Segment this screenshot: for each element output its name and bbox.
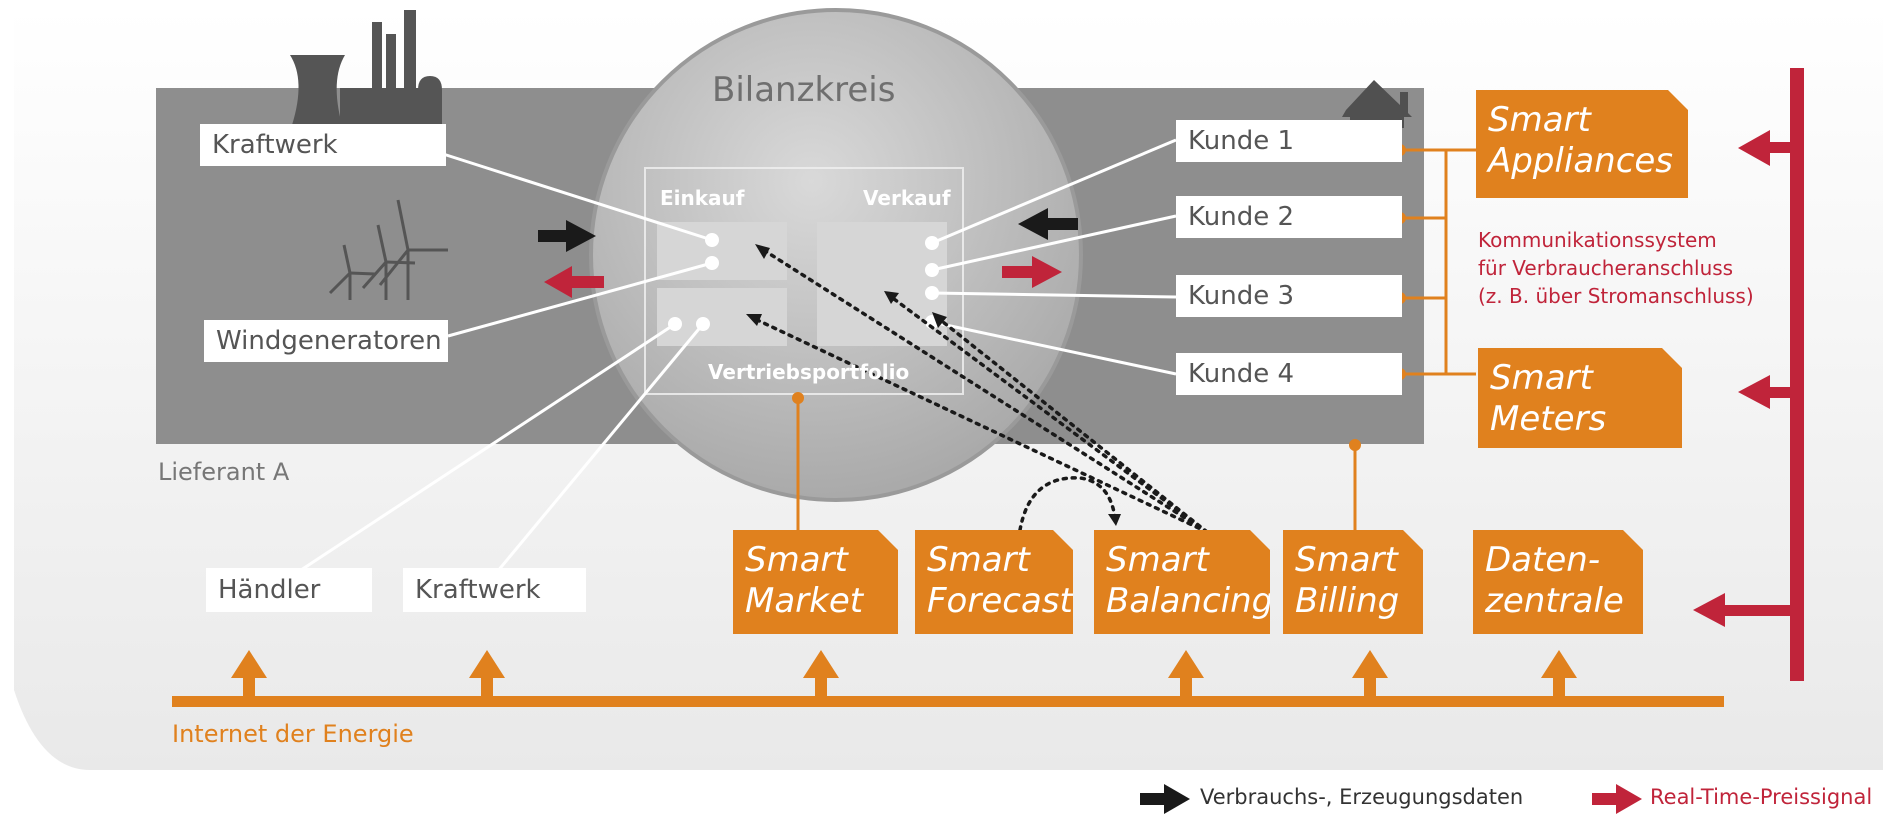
smart-appliances-line2: Appliances xyxy=(1488,140,1674,181)
smart-market-line1: Smart xyxy=(745,540,848,580)
datenzentrale-box: Daten- zentrale xyxy=(1473,530,1643,634)
smart-market-line2: Market xyxy=(745,580,864,621)
power-plant-icon xyxy=(290,10,442,125)
producer-kraftwerk-top: Kraftwerk xyxy=(200,124,446,166)
arrow-black-right-in xyxy=(1018,208,1078,240)
arrow-red-left-out xyxy=(544,266,604,298)
smart-meters-line1: Smart xyxy=(1490,358,1593,398)
einkauf-cell-2 xyxy=(657,288,787,346)
producer-kraftwerk-bottom: Kraftwerk xyxy=(403,568,586,612)
smart-balancing-line1: Smart xyxy=(1106,540,1209,580)
smart-forecast-box: Smart Forecast xyxy=(915,530,1073,634)
smart-appliances-line1: Smart xyxy=(1488,100,1591,140)
legend-consumption-label: Verbrauchs-, Erzeugungsdaten xyxy=(1200,785,1524,809)
smart-billing-box: Smart Billing xyxy=(1283,530,1423,634)
smart-forecast-line2: Forecast xyxy=(927,580,1073,621)
smart-balancing-line2: Balancing xyxy=(1106,580,1274,621)
price-signal-arrows xyxy=(1693,130,1792,627)
datenzentrale-line2: zentrale xyxy=(1485,580,1624,621)
kommunikation-text: Kommunikationssystem für Verbraucheransc… xyxy=(1478,226,1754,310)
smart-balancing-box: Smart Balancing xyxy=(1094,530,1270,634)
smart-billing-line1: Smart xyxy=(1295,540,1398,580)
smart-meters-line2: Meters xyxy=(1490,398,1607,439)
kommunikation-line1: Kommunikationssystem xyxy=(1478,228,1717,252)
einkauf-label: Einkauf xyxy=(660,186,745,210)
vertriebsportfolio-label: Vertriebsportfolio xyxy=(708,360,910,384)
arrow-red-right-out xyxy=(1002,256,1062,288)
internet-bar xyxy=(172,696,1724,707)
arrow-black-left-in xyxy=(538,220,596,252)
price-signal-bus xyxy=(1790,68,1804,681)
customer-1: Kunde 1 xyxy=(1176,120,1402,162)
producer-haendler: Händler xyxy=(206,568,372,612)
legend-black-arrow xyxy=(1140,784,1190,814)
legend-price-label: Real-Time-Preissignal xyxy=(1650,785,1873,809)
bilanzkreis-title: Bilanzkreis xyxy=(712,70,896,110)
smart-market-box: Smart Market xyxy=(733,530,898,634)
internet-label: Internet der Energie xyxy=(172,720,414,748)
legend-red-arrow xyxy=(1592,784,1642,814)
customer-3: Kunde 3 xyxy=(1176,275,1402,317)
house-icon xyxy=(1342,80,1412,128)
wind-turbines-icon xyxy=(328,199,448,300)
producer-windgeneratoren: Windgeneratoren xyxy=(204,320,448,362)
smart-forecast-line1: Smart xyxy=(927,540,1030,580)
kommunikation-line2: für Verbraucheranschluss xyxy=(1478,256,1734,280)
smart-billing-line2: Billing xyxy=(1295,580,1400,621)
verkauf-label: Verkauf xyxy=(863,186,951,210)
smart-appliances-box: Smart Appliances xyxy=(1476,90,1688,198)
internet-arrows xyxy=(231,650,1577,698)
smart-meters-box: Smart Meters xyxy=(1478,348,1682,448)
customer-2: Kunde 2 xyxy=(1176,196,1402,238)
kommunikation-line3: (z. B. über Stromanschluss) xyxy=(1478,284,1754,308)
supplier-label: Lieferant A xyxy=(158,458,290,486)
datenzentrale-line1: Daten- xyxy=(1485,540,1601,580)
customer-4: Kunde 4 xyxy=(1176,353,1402,395)
